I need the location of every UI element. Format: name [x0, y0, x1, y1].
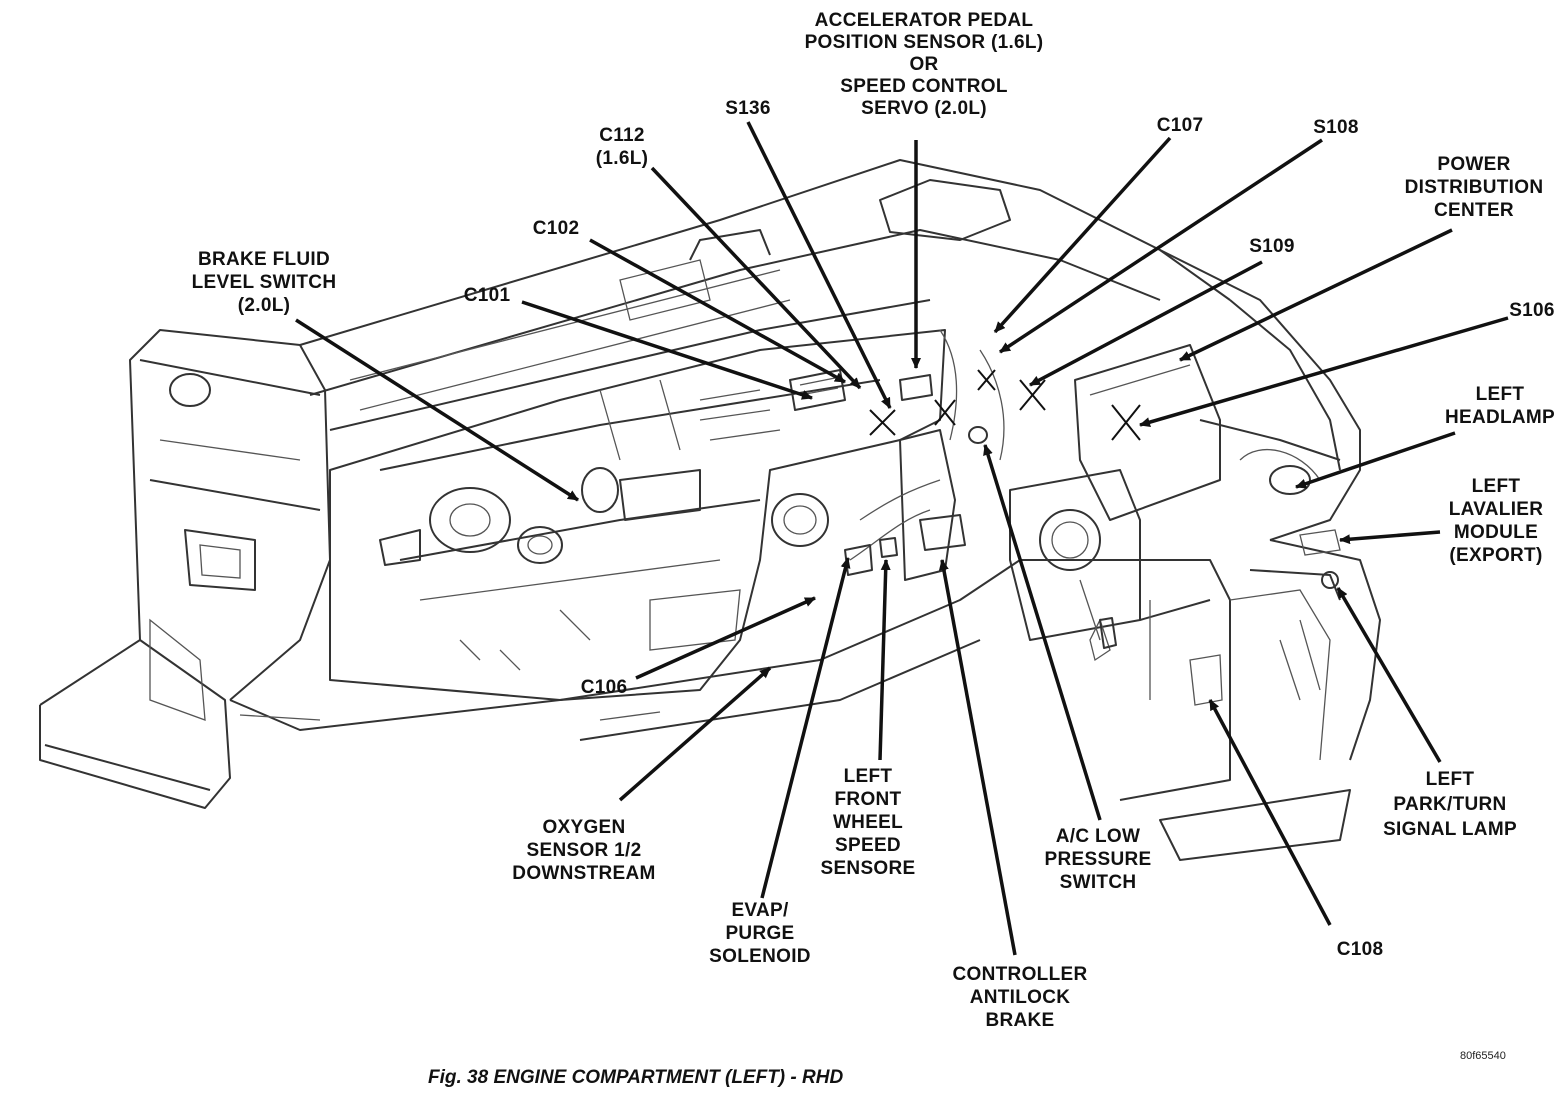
label-line: C107	[1157, 115, 1204, 136]
label-line: SERVO (2.0L)	[861, 98, 987, 119]
label-line: LAVALIER	[1449, 499, 1544, 520]
leader-brake-fluid	[295, 318, 579, 502]
label-s108: S108	[1313, 117, 1359, 138]
label-line: SPEED CONTROL	[840, 76, 1008, 97]
label-line: SENSOR 1/2	[527, 840, 642, 861]
label-line: SIGNAL LAMP	[1383, 819, 1517, 840]
leader-c108	[1208, 699, 1332, 926]
label-c106: C106	[581, 677, 628, 698]
label-line: DOWNSTREAM	[512, 863, 655, 884]
label-line: PARK/TURN	[1393, 794, 1506, 815]
label-line: LEVEL SWITCH	[192, 272, 337, 293]
label-line: LEFT	[844, 766, 893, 787]
label-line: PRESSURE	[1045, 849, 1152, 870]
label-park-turn: LEFT PARK/TURN SIGNAL LAMP	[1383, 769, 1517, 840]
leader-s108	[999, 138, 1323, 354]
label-line: OXYGEN	[542, 817, 625, 838]
label-line: EVAP/	[731, 900, 789, 921]
label-line: OR	[909, 54, 938, 75]
label-line: POSITION SENSOR (1.6L)	[805, 32, 1044, 53]
label-line: MODULE	[1454, 522, 1538, 543]
leader-evap	[760, 557, 851, 899]
leader-pdc	[1179, 228, 1453, 362]
label-line: CENTER	[1434, 200, 1514, 221]
label-c108: C108	[1337, 939, 1384, 960]
label-s106: S106	[1509, 300, 1555, 321]
label-line: FRONT	[835, 789, 902, 810]
label-c112: C112(1.6L)	[596, 125, 648, 169]
label-line: BRAKE	[985, 1010, 1054, 1031]
label-line: CONTROLLER	[953, 964, 1088, 985]
leader-c102	[589, 238, 846, 384]
leader-controller	[938, 559, 1017, 956]
leader-left-lavalier	[1339, 530, 1441, 545]
label-line: C102	[533, 218, 580, 239]
leader-c112	[650, 166, 862, 390]
label-line: C112	[599, 125, 645, 146]
leader-s136	[746, 121, 892, 409]
label-line: LEFT	[1476, 384, 1525, 405]
label-c101: C101	[464, 285, 511, 306]
leader-c107	[993, 136, 1172, 334]
label-line: A/C LOW	[1056, 826, 1140, 847]
label-line: WHEEL	[833, 812, 903, 833]
leader-c101	[521, 300, 813, 400]
label-line: C106	[581, 677, 628, 698]
label-line: S106	[1509, 300, 1555, 321]
leader-ac-switch	[983, 444, 1102, 821]
callout-leader-lines	[295, 121, 1509, 956]
leader-park-turn	[1336, 587, 1442, 763]
label-line: S108	[1313, 117, 1359, 138]
label-line: S109	[1249, 236, 1295, 257]
label-line: LEFT	[1472, 476, 1521, 497]
label-line: (EXPORT)	[1449, 545, 1542, 566]
leader-c106	[635, 596, 816, 680]
figure-code: 80f65540	[1460, 1050, 1506, 1062]
label-line: BRAKE FLUID	[198, 249, 330, 270]
label-line: (2.0L)	[238, 295, 290, 316]
label-line: SPEED	[835, 835, 901, 856]
label-c107: C107	[1157, 115, 1204, 136]
label-line: S136	[725, 98, 771, 119]
label-line: DISTRIBUTION	[1405, 177, 1544, 198]
label-line: HEADLAMP	[1445, 407, 1555, 428]
label-line: POWER	[1437, 154, 1510, 175]
figure-caption: Fig. 38 ENGINE COMPARTMENT (LEFT) - RHD	[428, 1067, 843, 1088]
label-line: LEFT	[1426, 769, 1475, 790]
leader-oxygen	[618, 666, 772, 802]
label-line: ANTILOCK	[970, 987, 1071, 1008]
label-line: PURGE	[725, 923, 794, 944]
label-line: SOLENOID	[709, 946, 811, 967]
label-s109: S109	[1249, 236, 1295, 257]
label-c102: C102	[533, 218, 580, 239]
vehicle-structure-illustration	[39, 159, 1381, 861]
leader-left-headlamp	[1295, 431, 1456, 489]
label-line: (1.6L)	[596, 148, 648, 169]
label-line: C108	[1337, 939, 1384, 960]
leader-s106	[1139, 316, 1509, 428]
label-line: ACCELERATOR PEDAL	[815, 10, 1034, 31]
leader-s109	[1029, 260, 1263, 387]
label-line: C101	[464, 285, 511, 306]
label-line: SENSORE	[820, 858, 915, 879]
label-line: SWITCH	[1060, 872, 1137, 893]
label-s136: S136	[725, 98, 771, 119]
leader-wheel-speed	[878, 559, 891, 761]
